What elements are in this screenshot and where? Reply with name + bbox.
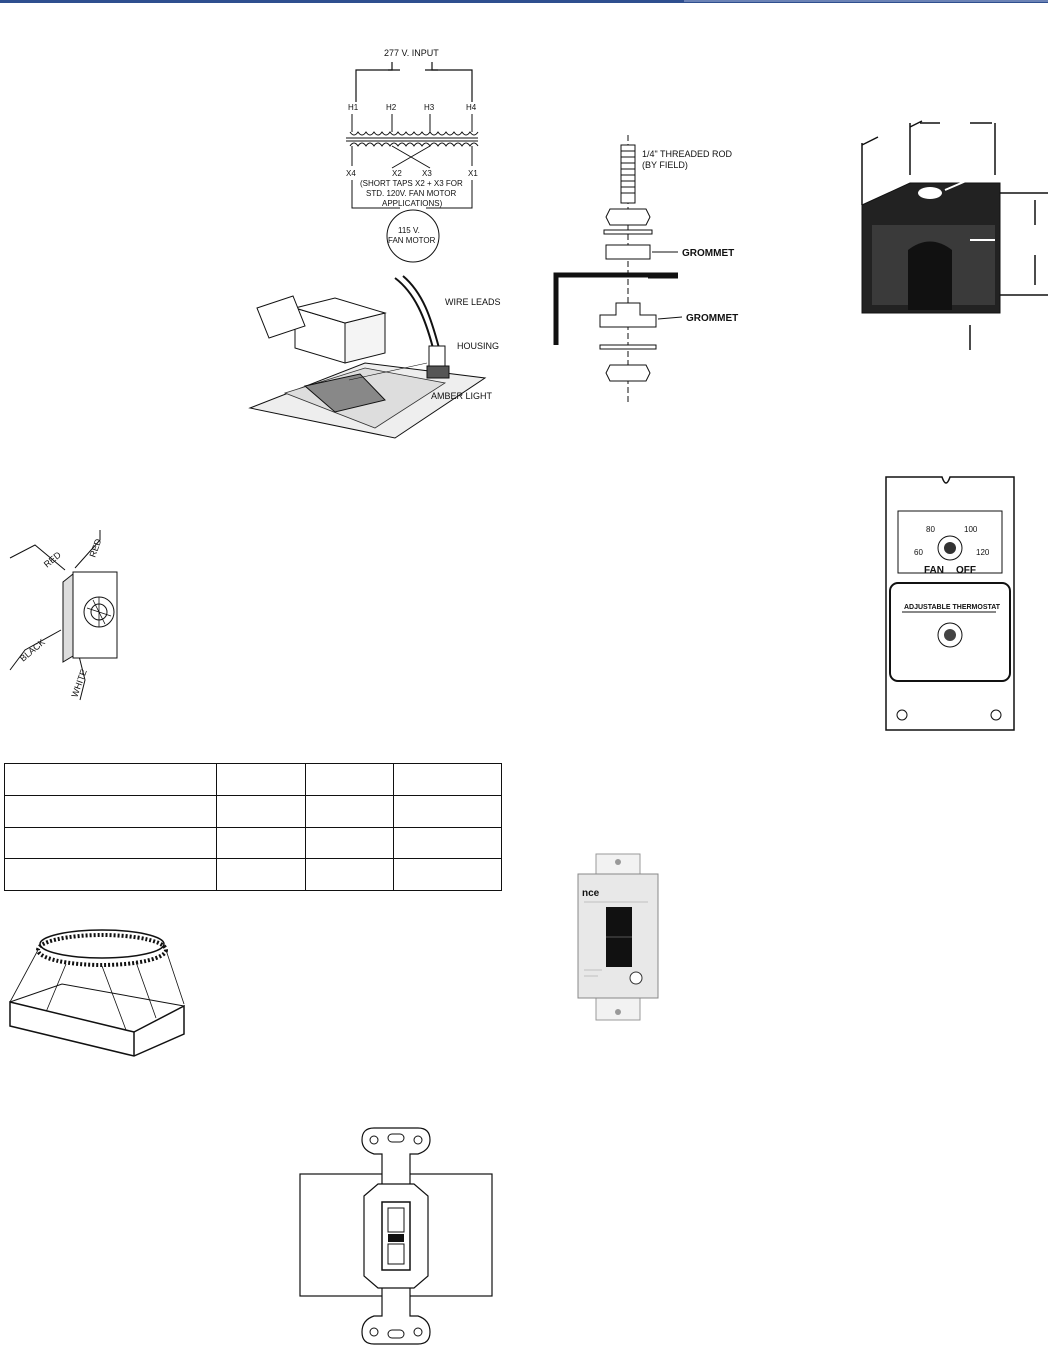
table-cell [216, 763, 306, 796]
table-cell [4, 826, 217, 860]
tap-x3: X3 [422, 169, 432, 178]
speed-control-wiring: RED RED BLACK WHITE [9, 530, 118, 701]
tap-note-3: APPLICATIONS) [382, 199, 443, 208]
table-cell [305, 826, 394, 860]
table-cell [216, 826, 306, 860]
top-rule-right [684, 0, 1048, 2]
scale-60: 60 [914, 548, 923, 557]
tap-h1: H1 [348, 103, 359, 112]
toggle-switch-illustration [299, 1127, 493, 1345]
table-cell [393, 826, 502, 860]
timer-control-illustration: nce [577, 853, 659, 1021]
label-wire-leads: WIRE LEADS [445, 297, 501, 307]
tap-x4: X4 [346, 169, 356, 178]
table-cell [305, 763, 394, 796]
tap-h4: H4 [466, 103, 477, 112]
wire-black: BLACK [18, 637, 47, 664]
wire-white: WHITE [69, 668, 88, 699]
motor-label-1: 115 V. [398, 226, 420, 235]
hanger-bracket-illustration [861, 120, 1048, 350]
tap-note-1: (SHORT TAPS X2 + X3 FOR [360, 179, 463, 188]
table-cell [393, 858, 502, 891]
rod-label-2: (BY FIELD) [642, 160, 688, 170]
table-row [4, 763, 502, 796]
label-amber-light: AMBER LIGHT [431, 391, 493, 401]
tap-x2: X2 [392, 169, 402, 178]
tap-note-2: STD. 120V. FAN MOTOR [366, 189, 456, 198]
table-row [4, 858, 502, 891]
table-cell [393, 794, 502, 828]
fan-label: FAN [924, 565, 944, 576]
table-cell [393, 763, 502, 796]
table-cell [305, 794, 394, 828]
label-housing: HOUSING [457, 341, 499, 351]
grommet-upper-label: GROMMET [682, 248, 734, 259]
adjustable-thermostat-illustration: 60 80 100 120 FAN OFF ADJUSTABLE THERMOS… [885, 476, 1015, 731]
table-cell [4, 763, 217, 796]
table-row [4, 826, 502, 860]
tap-h2: H2 [386, 103, 397, 112]
heater-light-kit-illustration: WIRE LEADS HOUSING AMBER LIGHT [248, 275, 501, 439]
table-cell [216, 858, 306, 891]
scale-100: 100 [964, 525, 978, 534]
table-cell [4, 858, 217, 891]
grommet-lower-label: GROMMET [686, 313, 738, 324]
transformer-wiring-diagram: 277 V. INPUT H1 H2 H3 H4 X4 X2 X3 X1 (SH… [346, 48, 479, 263]
off-label: OFF [956, 565, 976, 576]
tap-x1: X1 [468, 169, 478, 178]
rod-label-1: 1/4" THREADED ROD [642, 149, 733, 159]
top-rule [0, 0, 1048, 3]
tap-h3: H3 [424, 103, 435, 112]
motor-label-2: FAN MOTOR [388, 236, 436, 245]
input-label: 277 V. INPUT [384, 48, 439, 58]
duct-transition-collar [9, 929, 185, 1057]
wire-red-2: RED [87, 537, 103, 559]
spec-table [4, 763, 502, 891]
scale-120: 120 [976, 548, 990, 557]
table-row [4, 794, 502, 828]
table-cell [4, 794, 217, 828]
table-cell [305, 858, 394, 891]
table-cell [216, 794, 306, 828]
timer-brand: nce [582, 888, 600, 899]
thermostat-label: ADJUSTABLE THERMOSTAT [904, 604, 1001, 611]
scale-80: 80 [926, 525, 935, 534]
hanger-rod-assembly: 1/4" THREADED ROD (BY FIELD) GROMMET GRO… [553, 135, 738, 405]
wire-red-1: RED [42, 549, 63, 569]
